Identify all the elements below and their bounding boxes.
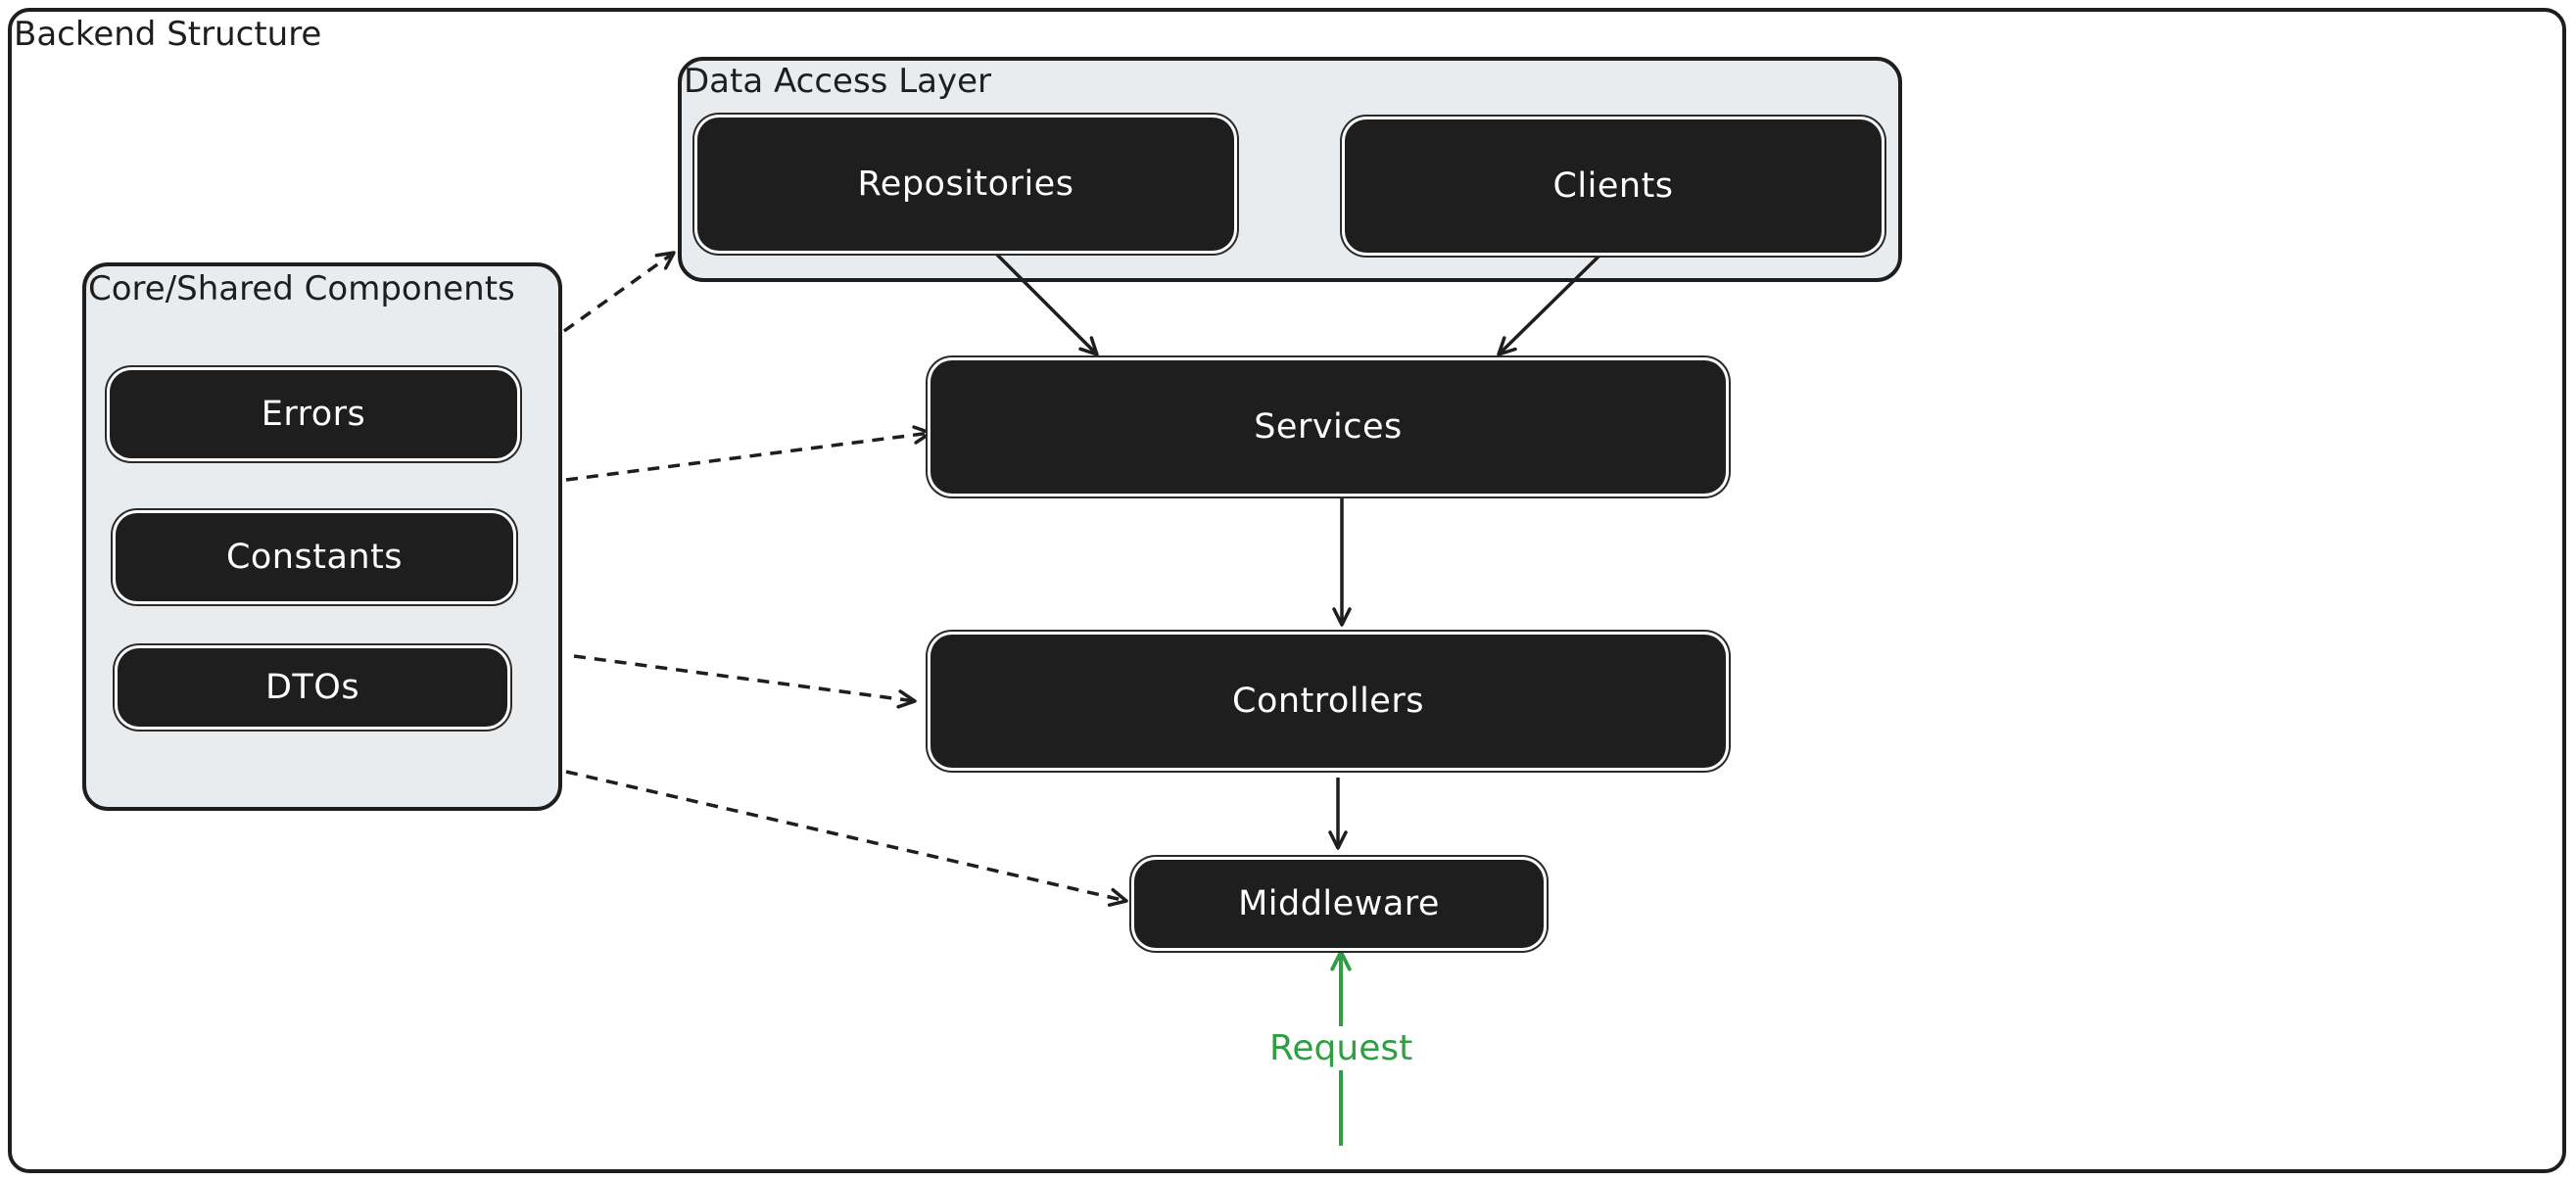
clients-node[interactable]: Clients — [1345, 119, 1882, 253]
dtos-label: DTOs — [264, 668, 360, 707]
clients-label: Clients — [1552, 166, 1674, 206]
middleware-label: Middleware — [1238, 884, 1440, 923]
arrow-clients-to-services — [1497, 253, 1602, 356]
dashed-arrow-core-to-controllers — [573, 654, 917, 709]
dashed-arrow-core-to-data-access — [562, 251, 676, 333]
errors-label: Errors — [261, 395, 366, 434]
data-access-layer-title: Data Access Layer — [684, 62, 991, 101]
controllers-node[interactable]: Controllers — [930, 635, 1726, 768]
controllers-label: Controllers — [1232, 682, 1424, 721]
frame-title: Backend Structure — [14, 15, 322, 54]
services-label: Services — [1254, 407, 1403, 447]
dtos-node[interactable]: DTOs — [118, 648, 507, 727]
errors-node[interactable]: Errors — [110, 370, 517, 458]
request-label: Request — [1264, 1026, 1419, 1070]
repositories-node[interactable]: Repositories — [697, 118, 1234, 251]
constants-label: Constants — [225, 538, 404, 577]
constants-node[interactable]: Constants — [116, 513, 513, 601]
arrow-repositories-to-services — [995, 253, 1099, 356]
middleware-node[interactable]: Middleware — [1134, 860, 1544, 948]
services-node[interactable]: Services — [930, 360, 1726, 494]
backend-structure-frame — [8, 8, 2566, 1173]
repositories-label: Repositories — [857, 165, 1074, 204]
dashed-arrow-core-to-services — [565, 425, 932, 482]
dashed-arrow-core-to-middleware — [565, 770, 1128, 907]
core-shared-title: Core/Shared Components — [88, 269, 515, 308]
